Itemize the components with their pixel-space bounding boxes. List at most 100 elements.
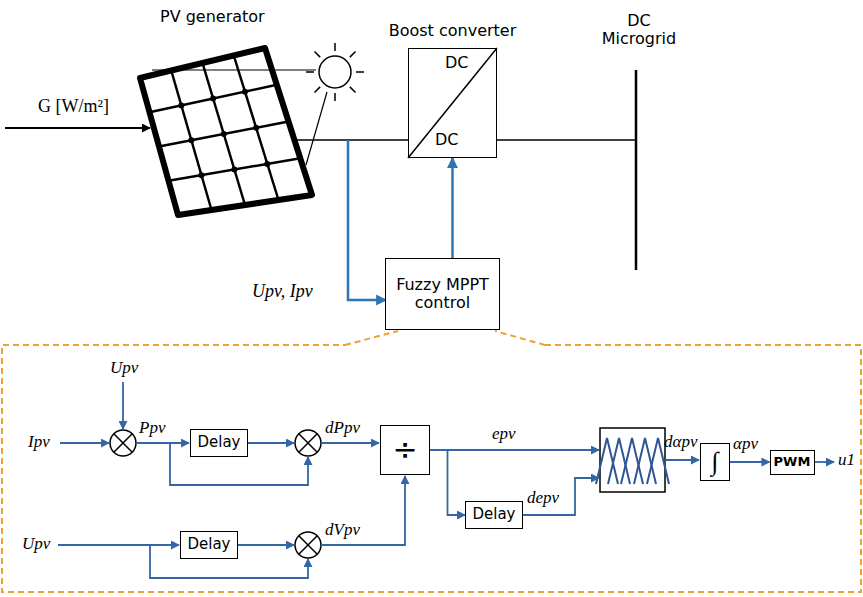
drawing-part: [114, 434, 132, 452]
panel-dot: [178, 102, 184, 108]
signal-label: Upv: [110, 358, 138, 378]
pwm-block: PWM: [770, 450, 815, 475]
sun-ray: [334, 43, 336, 51]
power-wire: [294, 139, 408, 141]
controller-box: Fuzzy MPPT control: [385, 258, 500, 330]
panel-dot: [264, 161, 270, 167]
port-label: DC: [445, 54, 469, 72]
block-title: Boost converter: [389, 22, 517, 40]
signal-wire: [136, 442, 189, 444]
input-label: G [W/m²]: [38, 96, 109, 117]
panel-dot: [188, 137, 194, 143]
delay-block: Delay: [465, 501, 523, 529]
signal-connector: [451, 158, 454, 258]
pv-panel: [140, 48, 312, 215]
zoom-outline: [2, 331, 861, 592]
panel-dot: [198, 172, 204, 178]
sun-disc: [319, 56, 351, 88]
panel-dot: [221, 131, 227, 137]
light-beam: [306, 92, 327, 165]
panel-grid: [159, 122, 289, 147]
signal-wire: [321, 442, 379, 444]
sun-ray: [350, 87, 356, 93]
signal-label: u1: [838, 450, 855, 470]
light-beam: [152, 69, 316, 70]
signal-wire: [238, 544, 294, 546]
dc-bus-bar: [635, 70, 638, 270]
integrator-block: ∫: [700, 443, 730, 481]
signal-wire: [248, 442, 294, 444]
panel-grid: [169, 158, 301, 181]
converter-box: Boost converterDCDC: [408, 48, 497, 158]
block-text: Delay: [472, 506, 515, 523]
panel-grid: [234, 56, 279, 201]
drawing-part: [114, 434, 132, 452]
delay-block: Delay: [180, 531, 238, 559]
block-text: Delay: [197, 434, 240, 451]
block-text: Delay: [187, 536, 230, 553]
fuzzy-block: [600, 428, 665, 492]
multiplier-symbols: [110, 430, 321, 558]
signal-wire: [665, 459, 699, 461]
signal-wire: [814, 461, 834, 463]
sun-ray: [334, 93, 336, 101]
panel-frame: [140, 48, 312, 215]
signal-label: dVpv: [325, 520, 360, 540]
signal-connector: [730, 461, 770, 463]
membership-triangle: [596, 438, 618, 484]
drawing-part: [299, 434, 317, 452]
signal-wire: [122, 382, 124, 429]
signal-label: epv: [492, 424, 516, 444]
divide-block: ÷: [380, 425, 430, 475]
signal-connector: [430, 450, 465, 515]
signal-label: αpv: [733, 434, 758, 454]
drawing-part: [299, 536, 317, 554]
block-text: ∫: [711, 447, 718, 477]
multiplier-symbol: [110, 430, 136, 456]
multiplier-symbol: [295, 532, 321, 558]
drawing-part: [295, 532, 321, 558]
panel-grid: [150, 85, 277, 113]
signal-label: dαpv: [664, 432, 697, 452]
port-label: DC: [435, 131, 459, 149]
signal-wire: [321, 476, 405, 545]
panel-dot: [253, 125, 259, 131]
block-text: Fuzzy MPPT control: [386, 276, 499, 313]
block-text: PWM: [774, 455, 811, 470]
signal-label: Ipv: [28, 432, 50, 452]
panel-dot: [210, 96, 216, 102]
signal-wire: [430, 449, 599, 451]
diagonal-line: [408, 48, 497, 158]
signal-label: Upv, Ipv: [252, 281, 313, 302]
drawing-part: [110, 430, 136, 456]
drawing-part: [299, 434, 317, 452]
figure-label: PV generator: [160, 8, 265, 26]
signal-label: Ppv: [139, 418, 165, 438]
power-wire: [497, 139, 636, 141]
signal-label: dPpv: [325, 418, 360, 438]
panel-dot: [231, 167, 237, 173]
delay-block: Delay: [190, 429, 248, 457]
signal-label: Upv: [22, 534, 50, 554]
signal-wire: [60, 442, 109, 444]
sun-ray: [356, 71, 364, 73]
panel-grid: [171, 71, 211, 211]
panel-grid: [203, 63, 246, 205]
sun-ray: [314, 51, 320, 57]
sun-ray: [314, 87, 320, 93]
block-text: ÷: [392, 433, 417, 468]
sun-ray: [306, 71, 314, 73]
drawing-part: [299, 536, 317, 554]
sun-symbol: [306, 43, 364, 101]
irradiance-arrow: [5, 127, 150, 129]
sun-ray: [350, 51, 356, 57]
signal-wires: [58, 382, 834, 578]
multiplier-symbol: [295, 430, 321, 456]
panel-dot: [242, 89, 248, 95]
membership-functions: [596, 438, 669, 484]
drawing-part: [295, 430, 321, 456]
signal-wire: [58, 544, 179, 546]
signal-wire: [523, 478, 599, 515]
bus-label: DC Microgrid: [598, 12, 680, 49]
